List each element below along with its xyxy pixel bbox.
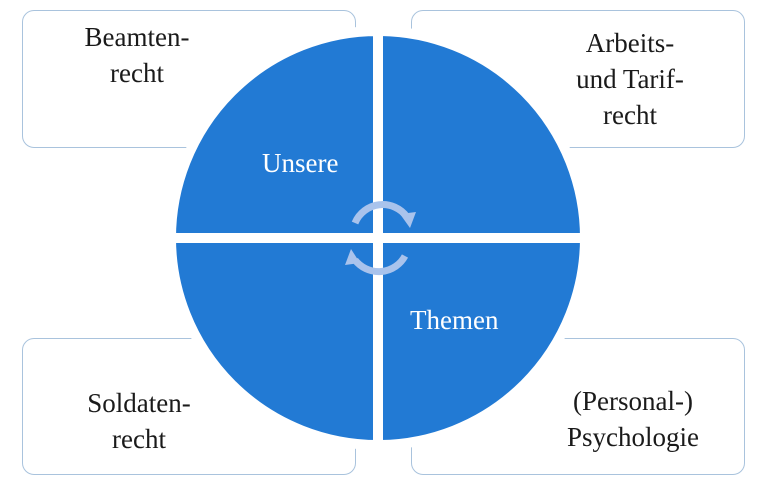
quadrant-label-line: Beamten-: [84, 22, 190, 52]
circle-quadrant-bottom-right: [373, 233, 591, 451]
quadrant-label-top-left: Beamten- recht: [62, 19, 212, 91]
quadrant-label-line: (Personal-): [573, 386, 693, 416]
quadrant-label-line: recht: [603, 100, 657, 130]
circle-quadrant-bottom-left: [165, 233, 383, 451]
quadrant-label-line: Psychologie: [567, 422, 699, 452]
quadrant-label-line: und Tarif-: [576, 64, 684, 94]
circle-quadrant-top-right: [373, 25, 591, 243]
quadrant-label-line: Arbeits-: [585, 28, 675, 58]
quadrant-label-line: recht: [112, 424, 166, 454]
circle-quadrant-top-left: [165, 25, 383, 243]
cycle-arrow-bottom-head: [345, 249, 360, 265]
quadrant-label-bottom-right: (Personal-) Psychologie: [548, 383, 718, 455]
quadrant-label-line: recht: [110, 58, 164, 88]
center-label-top: Unsere: [262, 148, 339, 178]
cycle-arrow-top-head: [400, 212, 416, 228]
cycle-arrow-top: [351, 201, 410, 225]
cycle-arrow-bottom: [352, 254, 409, 276]
quadrant-label-top-right: Arbeits- und Tarif- recht: [555, 25, 705, 133]
cycle-arrows-icon: [345, 201, 416, 276]
quadrant-label-line: Soldaten-: [87, 388, 191, 418]
quadrant-label-bottom-left: Soldaten- recht: [64, 385, 214, 457]
center-label-bottom: Themen: [410, 305, 499, 335]
